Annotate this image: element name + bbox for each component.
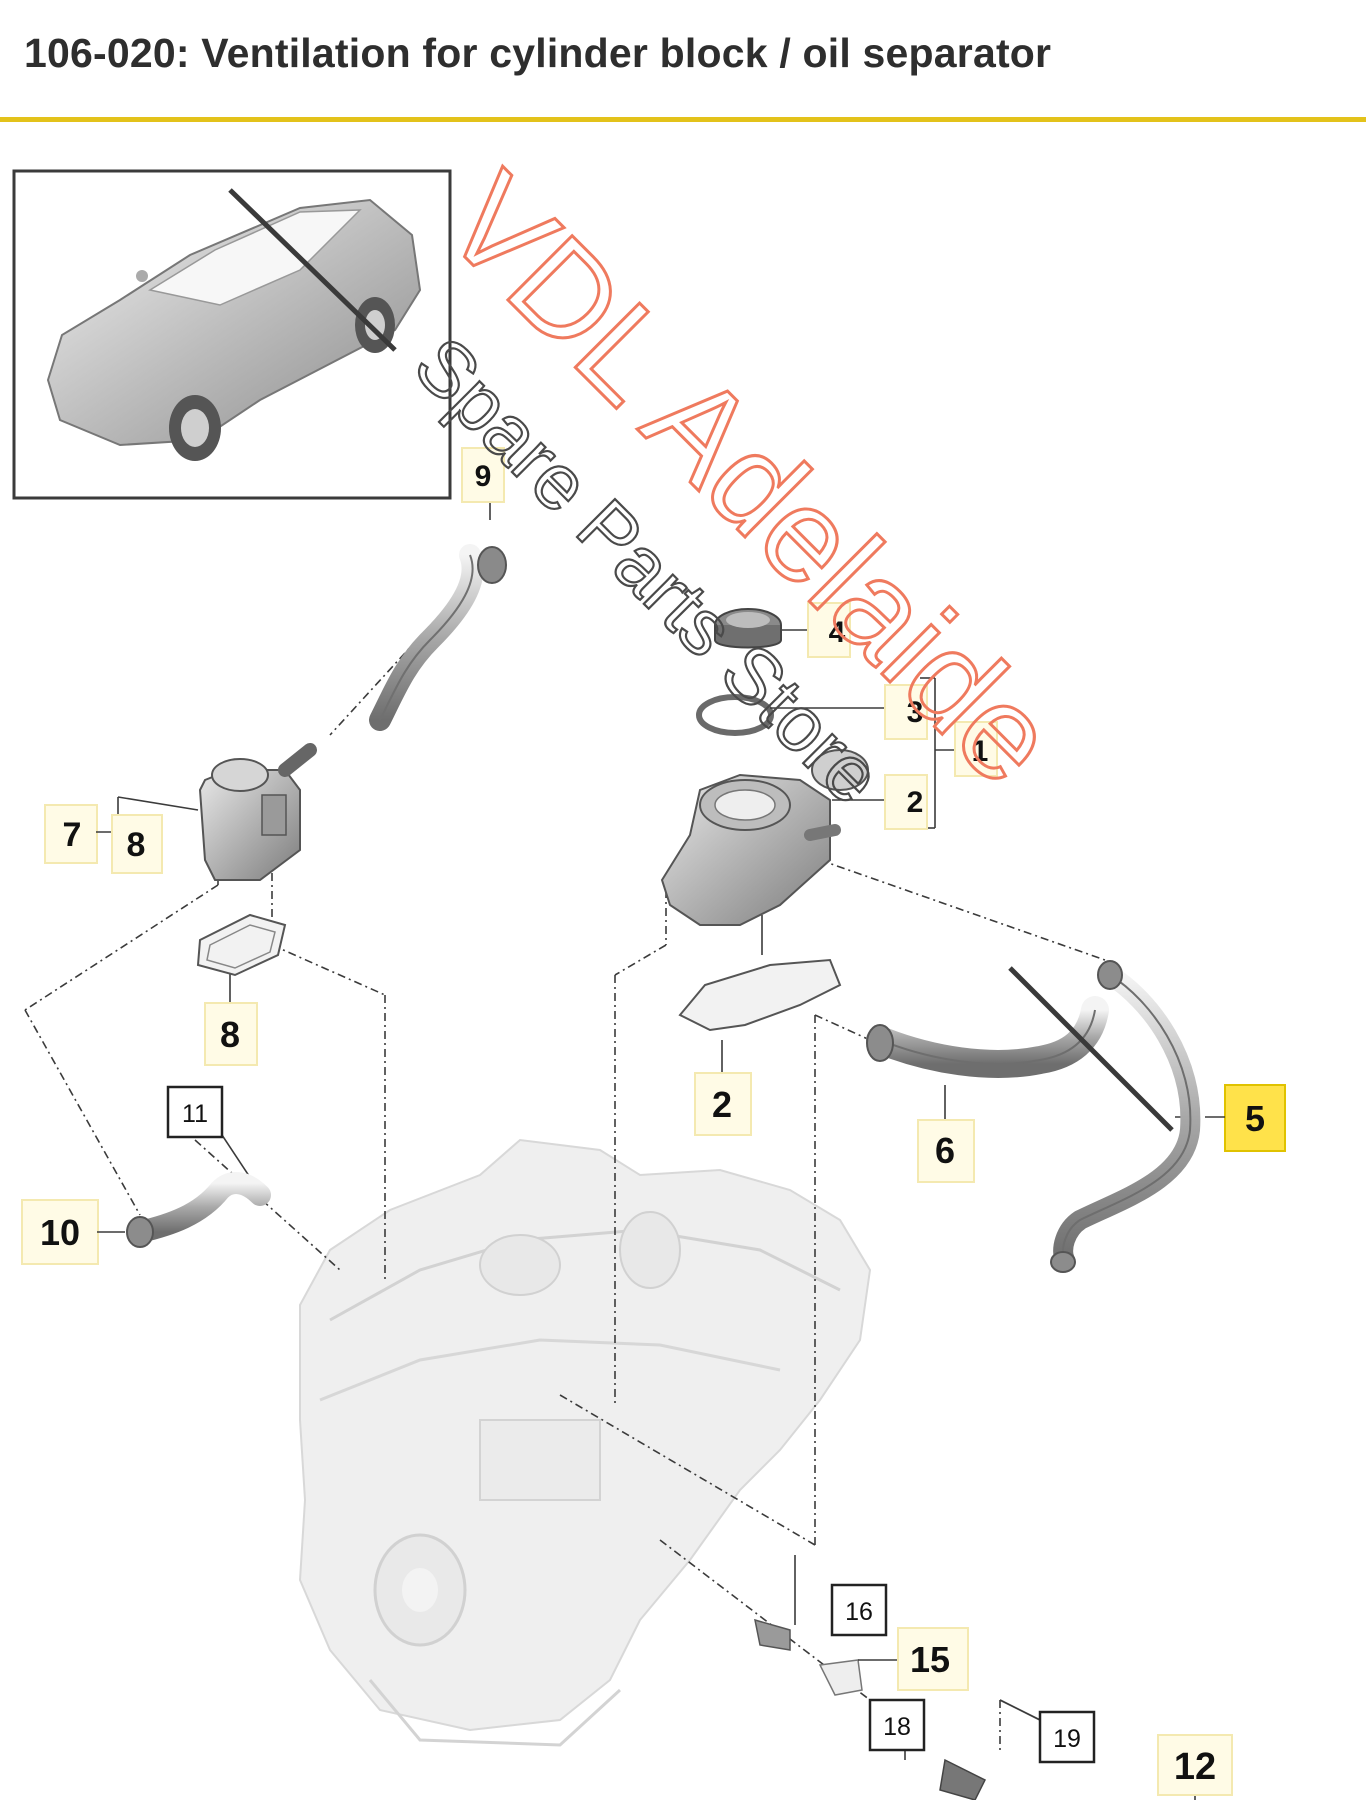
callout-1[interactable]: 1 xyxy=(920,677,998,828)
svg-text:1: 1 xyxy=(972,735,989,768)
callout-9[interactable]: 9 xyxy=(461,447,505,503)
svg-text:12: 12 xyxy=(1174,1746,1216,1788)
vent-hose-10 xyxy=(126,1172,271,1248)
left-gasket xyxy=(196,913,287,977)
page-title: 106-020: Ventilation for cylinder block … xyxy=(24,30,1052,76)
callout-2-upper[interactable]: 2 xyxy=(832,774,935,830)
svg-text:19: 19 xyxy=(1053,1725,1081,1753)
svg-text:16: 16 xyxy=(845,1598,873,1626)
vehicle-thumbnail xyxy=(12,169,452,500)
callout-11[interactable]: 11 xyxy=(166,1085,224,1139)
callout-8-upper[interactable]: 8 xyxy=(111,814,163,874)
callout-15[interactable]: 15 xyxy=(858,1627,969,1691)
svg-text:3: 3 xyxy=(907,696,924,729)
svg-text:10: 10 xyxy=(40,1212,80,1253)
svg-text:2: 2 xyxy=(712,1084,732,1125)
oil-filler-cap xyxy=(714,608,782,649)
callout-4[interactable]: 4 xyxy=(782,602,851,658)
callout-18[interactable]: 18 xyxy=(868,1698,926,1752)
callout-2-lower[interactable]: 2 xyxy=(694,1072,752,1136)
title-divider xyxy=(0,117,1366,122)
callout-8-lower[interactable]: 8 xyxy=(204,1002,258,1066)
svg-text:18: 18 xyxy=(883,1713,911,1741)
svg-text:6: 6 xyxy=(935,1130,955,1171)
small-parts-lower xyxy=(754,1618,987,1800)
callout-6[interactable]: 6 xyxy=(917,1119,975,1183)
car-icon xyxy=(46,198,422,461)
upper-vent-hose xyxy=(369,544,507,731)
left-oil-separator xyxy=(198,743,317,881)
callout-16[interactable]: 16 xyxy=(830,1583,888,1637)
svg-text:11: 11 xyxy=(182,1100,208,1128)
svg-text:8: 8 xyxy=(220,1014,240,1055)
engine-illustration xyxy=(298,1138,872,1747)
svg-text:5: 5 xyxy=(1245,1098,1265,1139)
callout-12[interactable]: 12 xyxy=(1157,1734,1233,1796)
callout-19[interactable]: 19 xyxy=(999,1699,1096,1764)
svg-text:8: 8 xyxy=(127,826,146,864)
vent-hose-6 xyxy=(866,996,1109,1078)
svg-text:9: 9 xyxy=(475,460,492,493)
right-oil-separator xyxy=(660,749,869,926)
vent-hose-5 xyxy=(1050,960,1201,1273)
svg-text:15: 15 xyxy=(910,1639,950,1680)
right-gasket xyxy=(678,958,842,1032)
seal-ring xyxy=(696,694,774,736)
svg-text:2: 2 xyxy=(907,786,924,819)
callout-10[interactable]: 10 xyxy=(21,1199,125,1265)
callout-3[interactable]: 3 xyxy=(770,684,928,740)
callout-5-highlighted[interactable]: 5 xyxy=(1205,1084,1286,1152)
svg-text:4: 4 xyxy=(829,616,846,649)
svg-text:7: 7 xyxy=(63,816,82,854)
